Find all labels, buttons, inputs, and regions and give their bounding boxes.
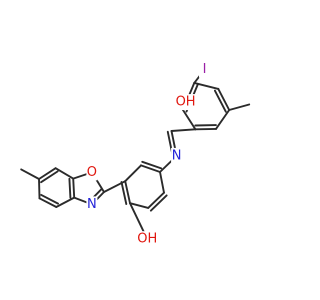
bond-b3-b4 xyxy=(124,180,131,205)
bond-lines xyxy=(20,68,251,241)
atom-labels: I OH N O N OH xyxy=(86,61,210,248)
bond-a3-a4 xyxy=(215,109,231,130)
bond-a3-me1 xyxy=(228,103,251,111)
atom-label-n1: N xyxy=(172,148,182,163)
bond-a5-a6 xyxy=(182,109,197,131)
bond-b1-b2 xyxy=(140,164,161,173)
atom-halo xyxy=(86,164,98,181)
bond-b3-c2 xyxy=(103,180,127,193)
bond-c3a-d4 xyxy=(55,196,76,208)
atom-label-i1: I xyxy=(203,62,207,77)
bond-b3-b4-double xyxy=(120,181,128,205)
bond-d4-d5 xyxy=(38,197,58,208)
bond-b5-b6-double xyxy=(149,194,168,212)
bond-a5-c7 xyxy=(170,128,197,132)
bond-d6-d7 xyxy=(38,167,57,180)
bond-d4-d5-double xyxy=(40,193,59,205)
atom-halo xyxy=(176,94,196,111)
bond-c7a-c3a-double xyxy=(68,177,72,199)
bond-b1-b2-double xyxy=(141,160,163,170)
atom-halo xyxy=(171,147,183,164)
bond-c7a-c3a xyxy=(72,177,76,199)
bond-d5-d6 xyxy=(38,178,41,200)
atom-label-n2: N xyxy=(87,197,97,212)
molecule-diagram: I OH N O N OH xyxy=(20,61,251,248)
bond-b6-b1 xyxy=(159,171,165,194)
atom-label-o1: OH xyxy=(176,95,196,110)
atom-label-o3: OH xyxy=(137,232,157,247)
bond-b2-b3 xyxy=(124,164,142,183)
bond-d6-me2 xyxy=(20,168,40,180)
structure-drawing: I OH N O N OH xyxy=(20,61,251,248)
atom-halo xyxy=(137,231,157,248)
bond-d7-c7a xyxy=(54,167,75,180)
bond-a2-a3 xyxy=(217,87,231,111)
bond-b5-b6 xyxy=(147,191,165,209)
bond-a2-a3-double xyxy=(213,89,227,113)
atom-halo xyxy=(86,196,98,213)
atom-label-o2: O xyxy=(87,165,97,180)
bond-d6-d7-double xyxy=(40,170,59,184)
bond-b4-b5 xyxy=(129,202,150,209)
atom-halo xyxy=(199,61,210,78)
